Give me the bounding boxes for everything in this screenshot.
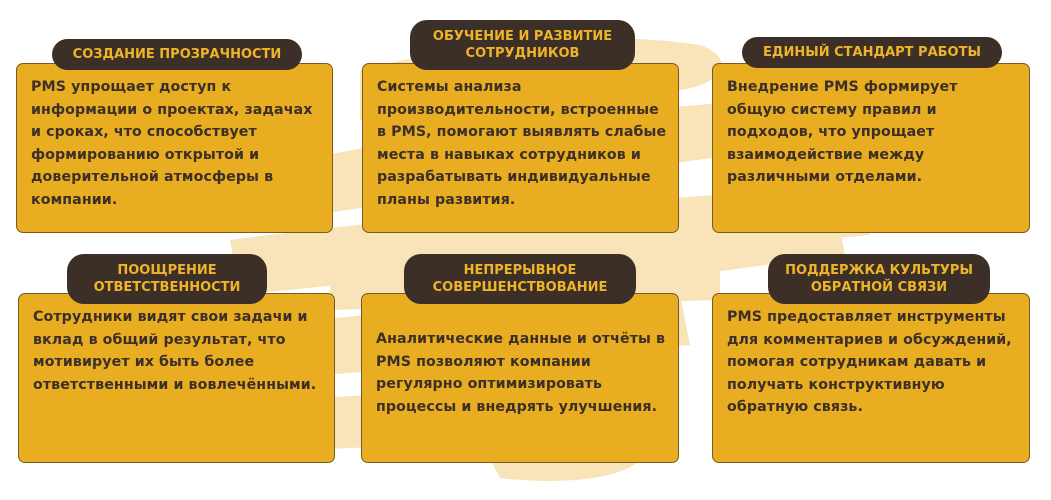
card-body-text: Системы анализа производительности, встр… [377,79,667,208]
card-title-line-1: НЕПРЕРЫВНОЕ [463,263,577,278]
card-body-text: Внедрение PMS формирует общую систему пр… [727,79,958,185]
card-title-tag: СОЗДАНИЕ ПРОЗРАЧНОСТИ [52,39,302,70]
card-transparency: PMS упрощает доступ к информации о проек… [16,63,333,233]
card-title-line-1: ПОДДЕРЖКА КУЛЬТУРЫ [785,263,973,278]
card-title-line-2: ОБРАТНОЙ СВЯЗИ [810,280,948,295]
card-body-text: Сотрудники видят свои задачи и вклад в о… [33,309,317,393]
card-title-tag: ОБУЧЕНИЕ И РАЗВИТИЕ СОТРУДНИКОВ [410,20,635,70]
card-title: СОЗДАНИЕ ПРОЗРАЧНОСТИ [72,47,282,62]
card-title-line-2: ОТВЕТСТВЕННОСТИ [93,280,241,295]
card-title-tag: НЕПРЕРЫВНОЕ СОВЕРШЕНСТВОВАНИЕ [404,254,636,304]
card-title-line-2: СОВЕРШЕНСТВОВАНИЕ [432,280,608,295]
card-title-line-1: ОБУЧЕНИЕ И РАЗВИТИЕ [432,29,613,44]
card-title-line-2: СОТРУДНИКОВ [465,46,580,61]
card-employee-development: Системы анализа производительности, встр… [362,63,679,233]
card-title-line-1: ПООЩРЕНИЕ [117,263,217,278]
card-body-text: Аналитические данные и отчёты в PMS позв… [376,331,666,415]
card-title-tag: ПООЩРЕНИЕ ОТВЕТСТВЕННОСТИ [67,254,267,304]
card-continuous-improvement: Аналитические данные и отчёты в PMS позв… [361,293,679,463]
card-unified-standard: Внедрение PMS формирует общую систему пр… [712,63,1030,233]
card-title-tag: ПОДДЕРЖКА КУЛЬТУРЫ ОБРАТНОЙ СВЯЗИ [768,254,990,304]
card-body-text: PMS упрощает доступ к информации о проек… [31,79,313,208]
card-body-text: PMS предоставляет инструменты для коммен… [727,309,1012,415]
card-title-tag: ЕДИНЫЙ СТАНДАРТ РАБОТЫ [742,37,1002,68]
card-title: ЕДИНЫЙ СТАНДАРТ РАБОТЫ [763,45,981,60]
card-responsibility: Сотрудники видят свои задачи и вклад в о… [18,293,335,463]
card-feedback-culture: PMS предоставляет инструменты для коммен… [712,293,1030,463]
